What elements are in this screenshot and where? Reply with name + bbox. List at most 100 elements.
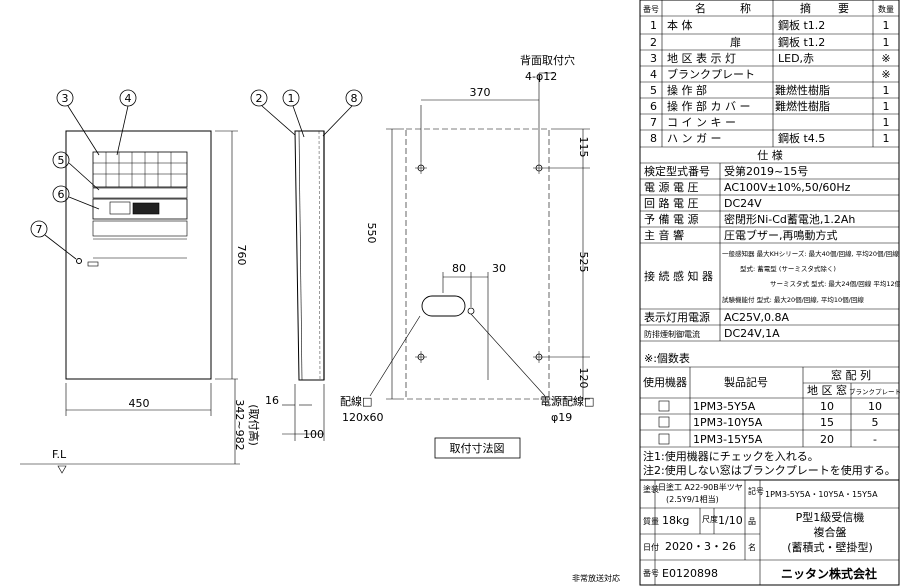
callout-2: 2 [256, 92, 263, 105]
table-frame [639, 0, 900, 586]
svg-text:P型1級受信機: P型1級受信機 [796, 510, 865, 524]
count-table-text: 使用機器 製品記号 窓 配 列 地 区 窓 ブランクプレート 1PM3-5Y5A… [643, 368, 900, 477]
emergency-broadcast-note: 非常放送対応 [572, 573, 620, 583]
svg-text:番号: 番号 [643, 568, 659, 578]
svg-text:鋼板 t1.2: 鋼板 t1.2 [778, 35, 825, 49]
callout-4: 4 [125, 92, 132, 105]
svg-text:4: 4 [650, 68, 657, 81]
floor-level-label: F.L [52, 448, 67, 461]
coin-key [76, 258, 82, 264]
title-block [640, 479, 899, 585]
callout-5: 5 [58, 154, 65, 167]
svg-text:20: 20 [820, 433, 834, 446]
svg-text:18kg: 18kg [662, 514, 689, 527]
svg-text:電 源 電 圧: 電 源 電 圧 [644, 180, 699, 194]
svg-text:ブランクプレート: ブランクプレート [849, 387, 900, 396]
svg-text:8: 8 [650, 132, 657, 145]
svg-text:使用機器: 使用機器 [643, 375, 687, 389]
svg-text:1: 1 [650, 19, 657, 32]
count-table [640, 366, 899, 448]
callout-3: 3 [62, 92, 69, 105]
svg-text:2: 2 [650, 36, 657, 49]
svg-text:5: 5 [650, 84, 657, 97]
dim-550: 550 [365, 223, 378, 244]
svg-text:接 続 感 知 器: 接 続 感 知 器 [644, 269, 713, 283]
dim-370: 370 [470, 86, 491, 99]
svg-text:3: 3 [650, 52, 657, 65]
svg-text:品: 品 [748, 517, 756, 526]
svg-text:AC25V,0.8A: AC25V,0.8A [724, 311, 790, 324]
mounting-diagram-label: 取付寸法図 [450, 441, 505, 455]
side-view [294, 130, 325, 381]
dim-16: 16 [265, 394, 279, 407]
rear-hole-title: 背面取付穴 [520, 53, 575, 67]
mounting-dimensions [369, 72, 590, 400]
rear-hole-spec: 4-φ12 [525, 70, 557, 83]
power-wiring-size: φ19 [551, 411, 572, 424]
operation-panel [92, 198, 188, 220]
front-dimensions [20, 130, 240, 474]
svg-text:※: ※ [881, 68, 890, 81]
svg-text:1: 1 [883, 100, 890, 113]
svg-text:主 音 響: 主 音 響 [644, 228, 684, 242]
svg-text:操 作 部: 操 作 部 [667, 83, 707, 97]
operation-panel-top [92, 187, 188, 199]
svg-text:1: 1 [883, 36, 890, 49]
svg-text:密閉形Ni-Cd蓄電池,1.2Ah: 密閉形Ni-Cd蓄電池,1.2Ah [724, 212, 855, 226]
dim-450: 450 [129, 397, 150, 410]
svg-text:要: 要 [838, 2, 849, 15]
callouts [30, 89, 363, 260]
callout-6: 6 [58, 188, 65, 201]
company-name: ニッタン株式会社 [781, 566, 877, 581]
svg-text:1PM3-15Y5A: 1PM3-15Y5A [693, 433, 763, 446]
svg-text:圧電ブザー,再鳴動方式: 圧電ブザー,再鳴動方式 [724, 228, 838, 242]
svg-text:回 路 電 圧: 回 路 電 圧 [644, 197, 699, 210]
svg-text:-: - [873, 433, 877, 446]
svg-text:受第2019~15号: 受第2019~15号 [724, 164, 808, 178]
svg-text:表示灯用電源: 表示灯用電源 [644, 310, 710, 324]
svg-text:日付: 日付 [643, 542, 659, 552]
svg-text:注2:使用しない窓はブランクプレートを使用する。: 注2:使用しない窓はブランクプレートを使用する。 [643, 463, 896, 477]
callout-1: 1 [288, 92, 295, 105]
svg-text:試験機能付 型式: 最大20個/回線, 平均10個/回線: 試験機能付 型式: 最大20個/回線, 平均10個/回線 [722, 295, 864, 304]
svg-text:一般感知器 最大KHシリーズ: 最大40個/回線, 平均20: 一般感知器 最大KHシリーズ: 最大40個/回線, 平均20個/回線 [722, 249, 899, 258]
svg-text:1PM3-5Y5A・10Y5A・15Y5A: 1PM3-5Y5A・10Y5A・15Y5A [765, 490, 878, 499]
svg-text:記号: 記号 [748, 486, 764, 496]
svg-text:1: 1 [883, 132, 890, 145]
svg-text:1/10: 1/10 [718, 514, 743, 527]
svg-text:摘: 摘 [800, 1, 811, 15]
svg-text:注1:使用機器にチェックを入れる。: 注1:使用機器にチェックを入れる。 [643, 449, 819, 463]
switch-block [109, 201, 131, 215]
svg-text:1PM3-10Y5A: 1PM3-10Y5A [693, 416, 763, 429]
svg-text:ブランクプレート: ブランクプレート [667, 67, 755, 81]
dim-mount-note: (取付高) [247, 404, 261, 446]
wiring-label: 配線□ [340, 394, 372, 408]
svg-text:地 区 表 示 灯: 地 区 表 示 灯 [667, 51, 736, 65]
indicator-window-panel [92, 151, 188, 188]
svg-text:15: 15 [820, 416, 834, 429]
svg-text:7: 7 [650, 116, 657, 129]
svg-text:尺度: 尺度 [702, 514, 718, 524]
title-block-text: 塗装 日塗工 A22-90B半ツヤ (2.5Y9/1相当) 記号 1PM3-5Y… [643, 482, 878, 581]
svg-text:DC24V: DC24V [724, 197, 762, 210]
svg-text:10: 10 [868, 400, 882, 413]
callout-8: 8 [351, 92, 358, 105]
svg-text:型式: 蓄電型 (サーミスタ式除く): 型式: 蓄電型 (サーミスタ式除く) [740, 264, 836, 273]
svg-text:検定型式番号: 検定型式番号 [644, 164, 710, 178]
spec-table [640, 162, 899, 342]
svg-text:5: 5 [872, 416, 879, 429]
svg-text:地 区 窓: 地 区 窓 [807, 383, 847, 397]
front-view [65, 130, 212, 380]
svg-text:鋼板 t4.5: 鋼板 t4.5 [778, 131, 825, 145]
svg-text:1: 1 [883, 84, 890, 97]
dim-115: 115 [577, 137, 590, 158]
svg-text:AC100V±10%,50/60Hz: AC100V±10%,50/60Hz [724, 181, 851, 194]
wiring-size: 120x60 [342, 411, 384, 424]
svg-text:2020・3・26: 2020・3・26 [665, 540, 736, 553]
dim-mount-height: 342~982 [233, 399, 246, 450]
svg-text:DC24V,1A: DC24V,1A [724, 327, 780, 340]
svg-text:名: 名 [695, 1, 706, 15]
parts-table-text: 番号 名 称 摘 要 数量 1 本 体 鋼板 t1.2 1 2 扉 鋼板 t1.… [643, 1, 894, 145]
svg-text:予 備 電 源: 予 備 電 源 [644, 212, 699, 226]
